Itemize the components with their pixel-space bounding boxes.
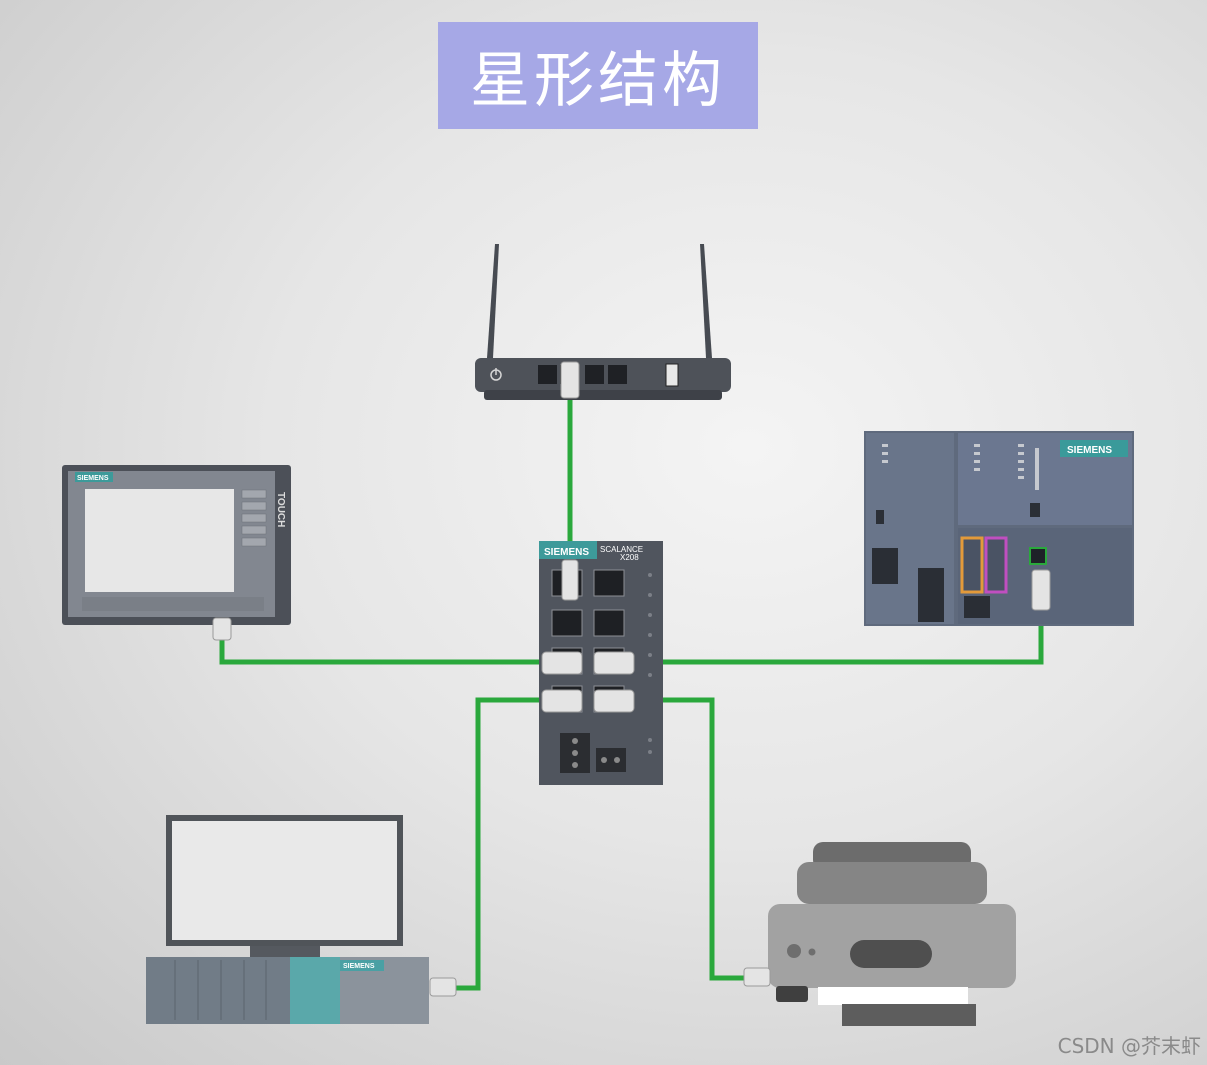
plc-ethernet-port	[1029, 547, 1047, 565]
plc-brand: SIEMENS	[1067, 445, 1112, 456]
csdn-watermark: CSDN @芥末虾	[1057, 1034, 1201, 1058]
pc-rack-slots	[174, 960, 267, 1020]
plc-status-leds	[882, 444, 1039, 490]
monitor-stand	[250, 946, 320, 958]
scalance-switch: SIEMENS SCALANCE X208	[539, 541, 663, 785]
hmi-touch-panel: SIEMENS TOUCH	[62, 465, 291, 641]
cable-plc	[635, 612, 1044, 665]
plc-port-magenta	[984, 536, 1008, 594]
printer-output-tray	[842, 1004, 976, 1026]
cable-hmi	[219, 638, 540, 665]
hmi-side-keys	[241, 489, 267, 547]
printer-paper-slot	[818, 987, 968, 1005]
plc-plug	[1031, 569, 1051, 611]
antenna-right	[700, 244, 712, 358]
usb-port	[665, 363, 679, 387]
wireless-router	[475, 244, 731, 400]
monitor-screen	[172, 821, 397, 940]
title-box: 星形结构	[438, 22, 758, 129]
printer	[743, 842, 1016, 1026]
printer-button-small	[808, 948, 816, 956]
printer-button-large	[787, 944, 801, 958]
printer-serial-port	[776, 986, 808, 1002]
printer-display	[850, 940, 932, 968]
plc-port-orange	[960, 536, 984, 594]
switch-model-line2: X208	[620, 553, 639, 562]
plc-terminal-blocks	[872, 548, 990, 622]
diagram-title: 星形结构	[470, 46, 726, 116]
pc-workstation: SIEMENS	[146, 815, 457, 1024]
switch-status-leds	[648, 573, 652, 754]
switch-model-line1: SCALANCE	[600, 545, 643, 554]
plc-brand-badge	[1060, 440, 1128, 457]
printer-plug	[743, 967, 771, 987]
switch-plugs	[541, 559, 635, 713]
network-cables	[219, 398, 1044, 991]
router-plug	[560, 361, 580, 399]
hmi-brand: SIEMENS	[77, 475, 109, 482]
pc-teal-module	[290, 957, 340, 1024]
pc-plug	[429, 977, 457, 997]
plc-controller: SIEMENS	[864, 431, 1134, 626]
switch-brand: SIEMENS	[544, 547, 589, 558]
hmi-touch-label: TOUCH	[275, 492, 286, 527]
antenna-left	[487, 244, 499, 358]
hmi-screen	[85, 489, 234, 592]
pc-brand: SIEMENS	[343, 963, 375, 970]
hmi-plug	[212, 617, 232, 641]
cable-pc	[450, 697, 540, 991]
switch-terminals	[560, 733, 626, 773]
cable-printer	[635, 697, 748, 981]
printer-upper-body	[797, 862, 987, 904]
